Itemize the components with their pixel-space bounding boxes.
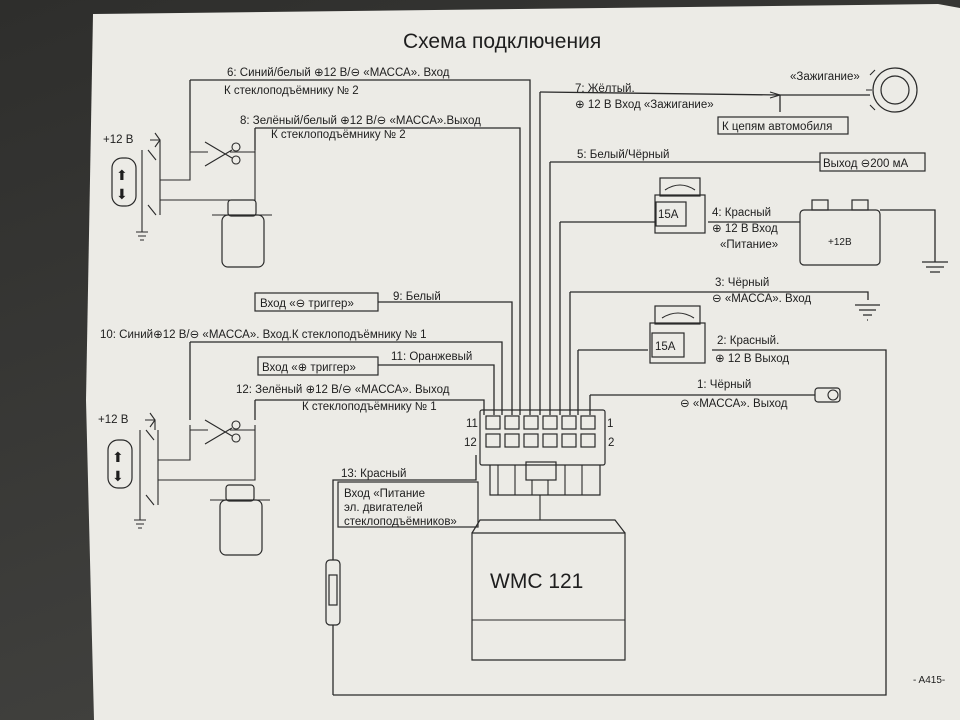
wire-4-line3: «Питание»: [720, 239, 778, 251]
wire-3-line2: ⊖ «МАССА». Вход: [712, 293, 811, 305]
wire-8-line2: К стеклоподъёмнику № 2: [271, 129, 406, 141]
wire-2-line1: 2: Красный.: [717, 335, 779, 347]
wire-12-line1: 12: Зелёный ⊕12 В/⊖ «МАССА». Выход: [236, 384, 450, 396]
arrow-down-icon: ⬇: [116, 186, 128, 202]
scissors-icon-2: [231, 420, 241, 430]
wire-13-line4: стеклоподъёмников»: [344, 516, 457, 528]
fuse-top-label: 15A: [658, 209, 679, 221]
to-circuits-box: [717, 116, 849, 135]
trigger-neg-label: Вход «⊖ триггер»: [260, 298, 354, 310]
wire-7-line2: ⊕ 12 В Вход «Зажигание»: [575, 99, 714, 111]
fuse-bottom-label: 15A: [655, 341, 676, 353]
arrow-down-icon-2: ⬇: [112, 468, 124, 484]
wire-9-line1: 9: Белый: [393, 291, 441, 303]
wire-12-line2: К стеклоподъёмнику № 1: [302, 401, 437, 413]
out-200ma-box: [819, 152, 926, 172]
footer-code: - A415-: [913, 675, 945, 686]
page-title: Схема подключения: [403, 30, 601, 53]
wire-3-line1: 3: Чёрный: [715, 277, 769, 289]
supply-label-top: +12 В: [103, 134, 134, 146]
wire-6-line2: К стеклоподъёмнику № 2: [224, 85, 359, 97]
ignition-label: «Зажигание»: [790, 71, 860, 83]
arrow-up-icon-2: ⬆: [112, 449, 124, 465]
window-switch-top: [111, 157, 137, 207]
wire-13-line1: 13: Красный: [341, 468, 406, 480]
wire-7-line1: 7: Жёлтый.: [575, 83, 635, 95]
wire-13-box: [337, 481, 479, 528]
fuse-top: [654, 177, 706, 234]
wire-4-line1: 4: Красный: [712, 207, 771, 219]
wire-13-line3: эл. двигателей: [344, 502, 423, 514]
wire-2-line2: ⊕ 12 В Выход: [715, 353, 789, 365]
trigger-pos-label: Вход «⊕ триггер»: [262, 362, 356, 374]
scissors-icon: [231, 142, 241, 152]
wire-11-line1: 11: Оранжевый: [391, 351, 472, 363]
ring-terminal-icon: [814, 387, 841, 403]
window-switch-bottom: [107, 439, 133, 489]
arrow-up-icon: ⬆: [116, 167, 128, 183]
pin-label-12: 12: [464, 437, 477, 449]
wire-5-line1: 5: Белый/Чёрный: [577, 149, 669, 161]
trigger-neg-box: [254, 292, 379, 312]
wire-4-line2: ⊕ 12 В Вход: [712, 223, 778, 235]
window-motor-2: +12 В ⬆ ⬇: [103, 132, 272, 268]
pin-label-11: 11: [466, 418, 478, 430]
to-circuits-label: К цепям автомобиля: [722, 121, 832, 133]
battery-label: +12В: [828, 237, 852, 248]
inline-fuse-icon: [325, 559, 341, 626]
pin-label-2: 2: [608, 437, 614, 449]
fuse-bottom: [649, 305, 706, 364]
wire-1-line2: ⊖ «МАССА». Выход: [680, 398, 788, 410]
trigger-pos-box: [257, 356, 379, 376]
wire-10-line1: 10: Синий⊕12 В/⊖ «МАССА». Вход.К стеклоп…: [100, 329, 427, 341]
supply-label-bottom: +12 В: [98, 414, 129, 426]
wire-6-line1: 6: Синий/белый ⊕12 В/⊖ «МАССА». Вход: [227, 67, 450, 79]
wire-13-line2: Вход «Питание: [344, 488, 425, 500]
module-label: WMC 121: [490, 570, 583, 593]
window-motor-1: +12 В ⬆ ⬇: [98, 412, 270, 556]
out-200ma-label: Выход ⊖200 мА: [823, 158, 909, 170]
ground-symbol: [855, 304, 880, 321]
connector-12pin: [479, 409, 606, 520]
wire-1-line1: 1: Чёрный: [697, 379, 751, 391]
paper-sheet: [86, 4, 960, 720]
ignition-switch: [769, 67, 918, 113]
battery-icon: [799, 199, 948, 273]
pin-label-1: 1: [607, 418, 613, 430]
wire-bundle: [189, 79, 887, 696]
wire-8-line1: 8: Зелёный/белый ⊕12 В/⊖ «МАССА».Выход: [240, 115, 481, 127]
